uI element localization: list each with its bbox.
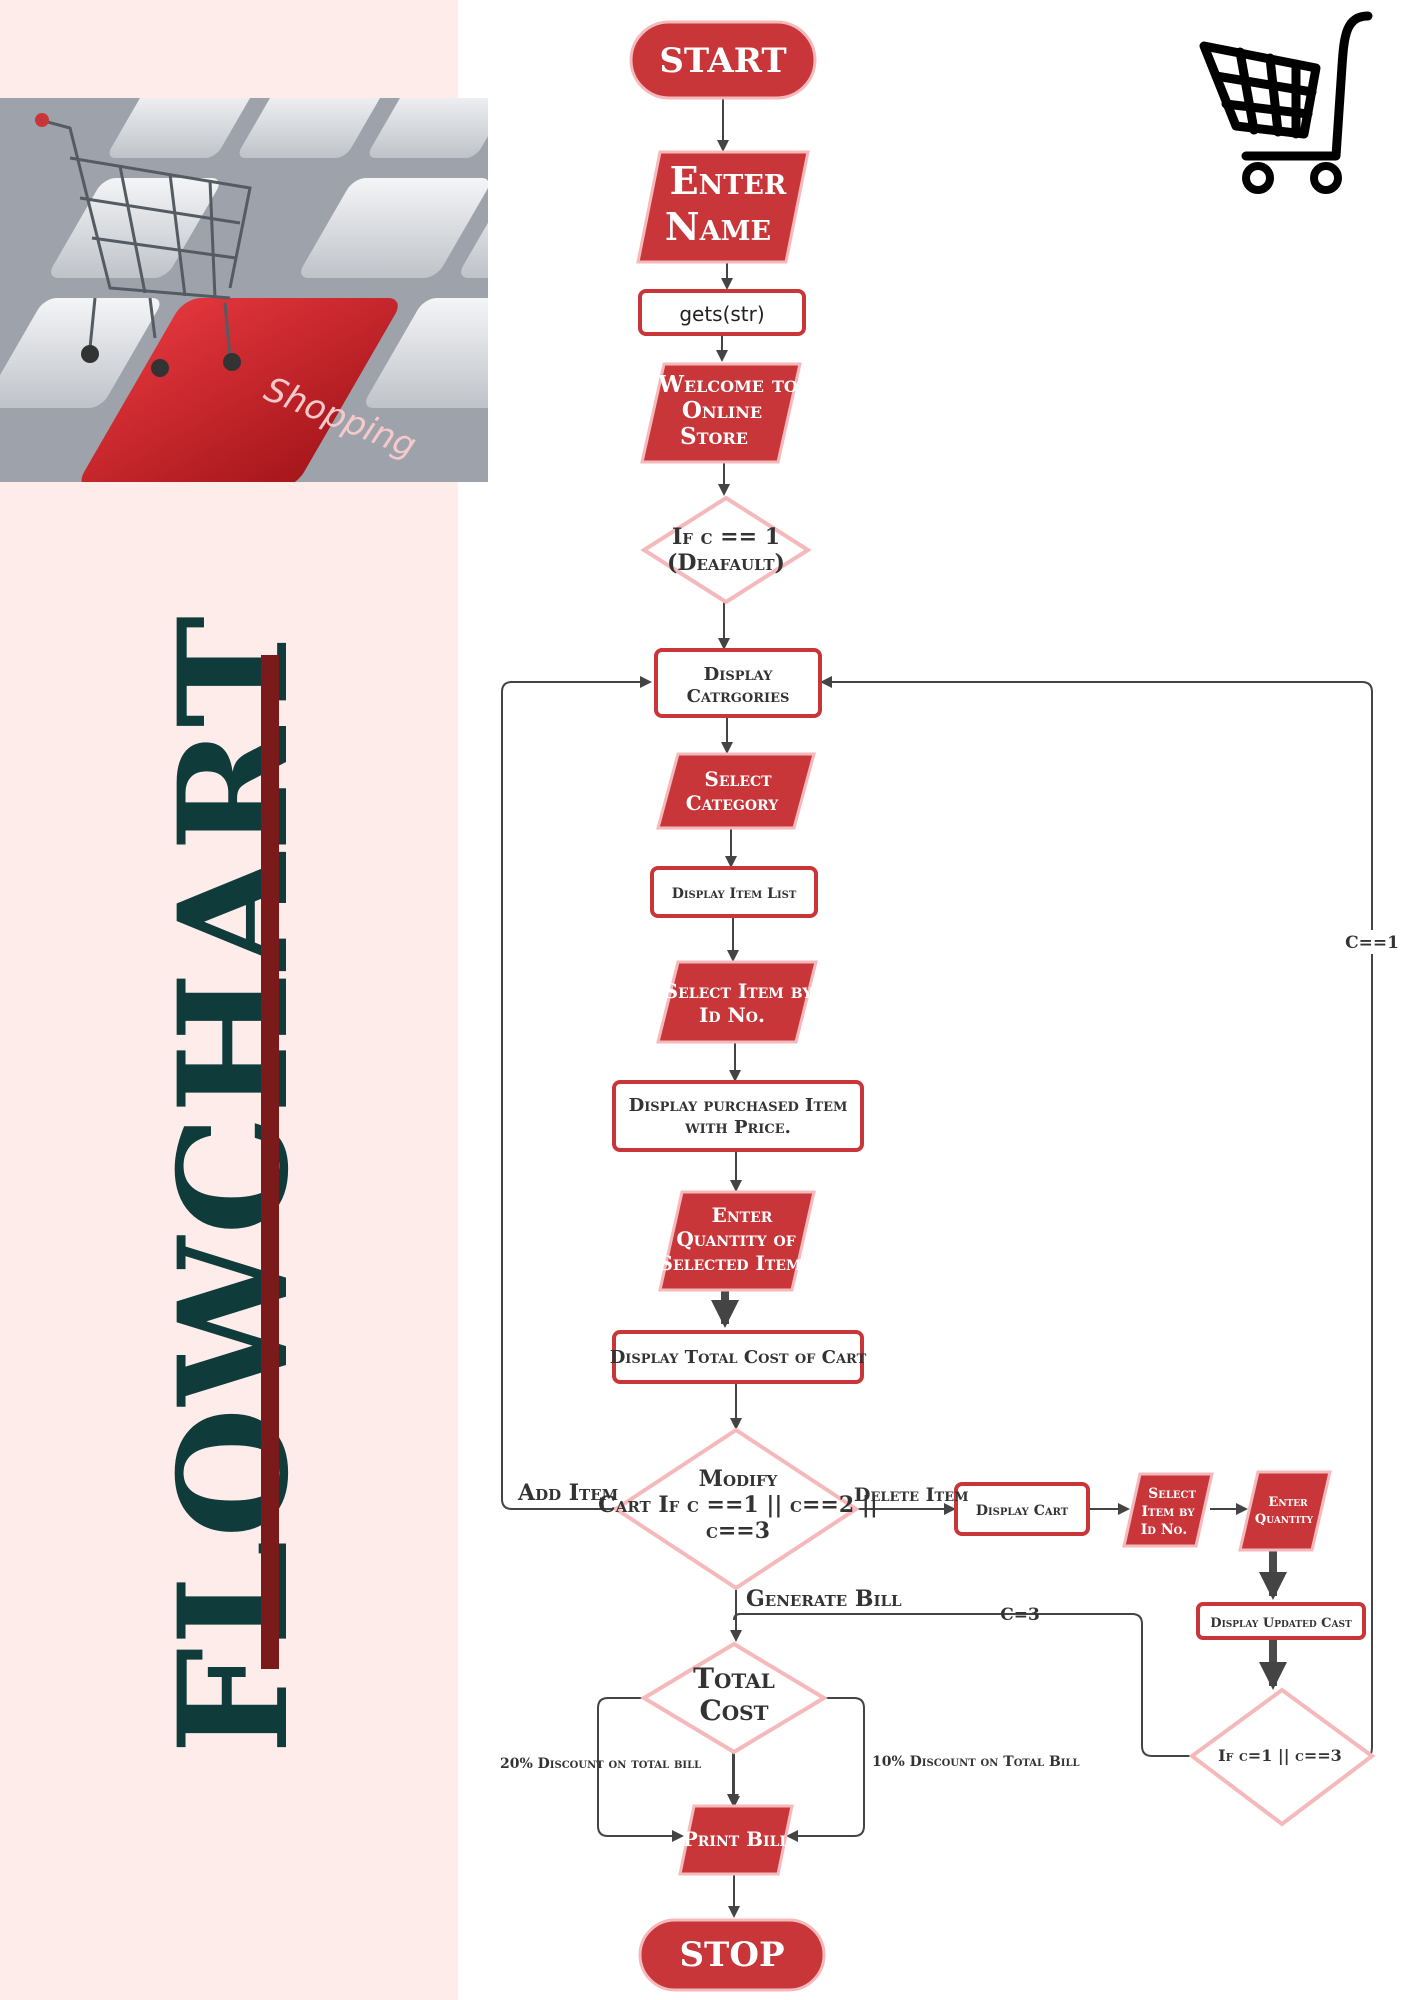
enter-name-line1: Enter [670, 158, 787, 203]
if-default-decision: If c == 1 (Deafault) [640, 495, 812, 605]
shopping-keyboard-photo: Shopping [0, 98, 488, 482]
shopping-cart-icon [1199, 11, 1373, 194]
display-purchased-line2: with Price. [684, 1117, 791, 1138]
gets-str-process: gets(str) [638, 289, 806, 336]
select-item-delete-io: Select Item by Id No. [1122, 1472, 1214, 1548]
display-total-process: Display Total Cost of Cart [610, 1330, 867, 1384]
stop-label: STOP [679, 1935, 784, 1975]
modify-cart-line1: Modify [699, 1466, 778, 1492]
modify-cart-line3: c==3 [706, 1518, 770, 1544]
if-default-line1: If c == 1 [672, 524, 780, 550]
select-item-line1: Select Item by [664, 979, 814, 1003]
total-cost-line1: Total [693, 1662, 775, 1695]
display-categories-line2: Catrgories [687, 686, 790, 707]
display-item-list-label: Display Item List [672, 886, 797, 902]
edge-discount-20: 20% Discount on total bill [500, 1756, 701, 1772]
gets-str-label: gets(str) [679, 302, 764, 326]
select-item-line2: Id No. [699, 1003, 765, 1027]
total-cost-line2: Cost [699, 1694, 768, 1727]
print-bill-label: Print Bill [683, 1827, 790, 1851]
modify-cart-decision: Modify Cart If c ==1 || c==2 || c==3 [598, 1427, 878, 1591]
if-default-line2: (Deafault) [667, 550, 785, 576]
select-category-line2: Category [686, 791, 779, 815]
welcome-line3: Store [680, 423, 748, 450]
edge-c-eq-3: C=3 [1000, 1605, 1040, 1625]
display-cart-process: Display Cart [954, 1482, 1090, 1536]
stop-terminator: STOP [638, 1918, 826, 1992]
arrows [716, 98, 742, 1918]
display-total-label: Display Total Cost of Cart [610, 1347, 867, 1368]
display-cart-label: Display Cart [976, 1503, 1069, 1519]
if-c1-c3-decision: If c=1 || c==3 [1188, 1687, 1376, 1827]
print-bill-io: Print Bill [678, 1804, 794, 1876]
enter-quantity-io: Enter Quantity of Selected Item [658, 1190, 816, 1292]
enter-name-io: Enter Name [636, 150, 810, 264]
title-underline-bar [261, 655, 279, 1669]
display-categories-line1: Display [704, 664, 773, 685]
display-updated-process: Display Updated Cast [1196, 1602, 1366, 1640]
edge-discount-10: 10% Discount on Total Bill [872, 1754, 1080, 1770]
edge-generate-bill: Generate Bill [746, 1586, 902, 1612]
display-item-list-process: Display Item List [650, 866, 818, 918]
enter-quantity-delete-io: Enter Quantity [1238, 1470, 1332, 1552]
enter-quantity-line1: Enter [712, 1203, 773, 1227]
welcome-io: Welcome to Online Store [640, 362, 802, 464]
enter-quantity-line3: Selected Item [659, 1251, 802, 1275]
edge-c-eq-1: C==1 [1345, 933, 1399, 953]
if-c13-label: If c=1 || c==3 [1218, 1746, 1342, 1765]
edge-add-item: Add Item [517, 1480, 618, 1506]
display-purchased-process: Display purchased Item with Price. [612, 1080, 864, 1152]
total-cost-decision: Total Cost [640, 1641, 828, 1755]
enter-name-line2: Name [665, 204, 771, 249]
start-label: START [659, 41, 786, 81]
enter-quantity-del-line2: Quantity [1255, 1512, 1314, 1527]
start-terminator: START [629, 20, 817, 100]
welcome-line2: Online [682, 397, 762, 424]
display-updated-label: Display Updated Cast [1210, 1616, 1352, 1631]
enter-quantity-line2: Quantity of [676, 1227, 795, 1251]
display-categories-process: Display Catrgories [654, 648, 822, 718]
edge-delete-item: Delete Item [854, 1484, 969, 1506]
select-category-io: Select Category [656, 752, 816, 830]
display-purchased-line1: Display purchased Item [629, 1095, 848, 1116]
select-item-del-line2: Item by [1142, 1504, 1196, 1520]
select-item-del-line3: Id No. [1141, 1522, 1187, 1538]
welcome-line1: Welcome to [657, 371, 798, 398]
enter-quantity-del-line1: Enter [1268, 1495, 1308, 1510]
select-category-line1: Select [704, 767, 772, 791]
modify-cart-line2: Cart If c ==1 || c==2 || [598, 1492, 878, 1518]
select-item-del-line1: Select [1148, 1486, 1196, 1502]
select-item-io: Select Item by Id No. [656, 960, 818, 1044]
